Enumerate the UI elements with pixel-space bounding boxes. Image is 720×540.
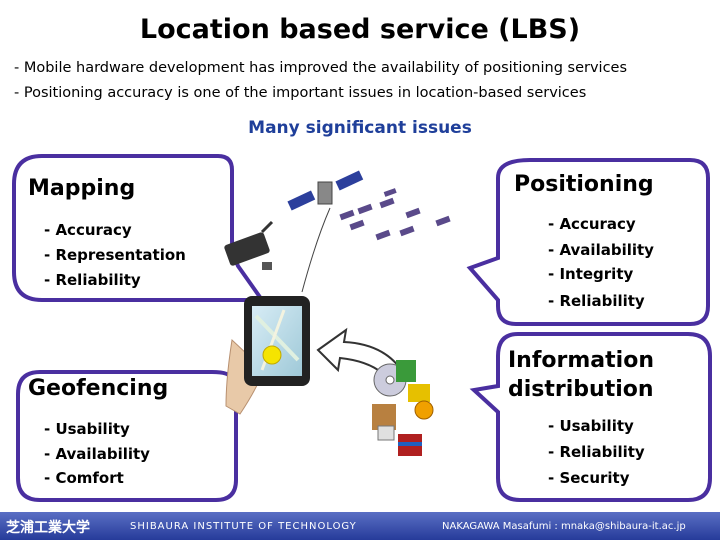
information-heading-line1: Information (508, 348, 654, 373)
bullet-1: - Mobile hardware development has improv… (14, 60, 628, 76)
positioning-item: - Availability (548, 241, 654, 259)
positioning-item: - Integrity (548, 265, 634, 283)
geofencing-item: - Comfort (44, 469, 124, 487)
mapping-item: - Accuracy (44, 221, 132, 239)
satellite-swarm-icon (339, 188, 451, 241)
geofencing-heading: Geofencing (28, 376, 169, 401)
slide-title: Location based service (LBS) (139, 14, 581, 45)
footer-bar (0, 512, 720, 540)
information-heading-line2: distribution (508, 377, 654, 402)
positioning-item: - Accuracy (548, 215, 636, 233)
bullet-2: - Positioning accuracy is one of the imp… (14, 85, 587, 101)
author-contact: NAKAGAWA Masafumi : mnaka@shibaura-it.ac… (442, 521, 686, 532)
subheading: Many significant issues (248, 118, 472, 138)
institute-name: SHIBAURA INSTITUTE OF TECHNOLOGY (130, 521, 357, 532)
geofencing-item: - Usability (44, 420, 130, 438)
positioning-bubble (466, 158, 710, 326)
geofencing-item: - Availability (44, 445, 150, 463)
gps-receiver-icon (224, 220, 274, 270)
information-item: - Reliability (548, 443, 645, 461)
mapping-item: - Representation (44, 246, 186, 264)
information-bubble (469, 332, 712, 502)
media-files-icon (372, 360, 434, 456)
information-item: - Usability (548, 417, 634, 435)
positioning-heading: Positioning (514, 172, 654, 197)
positioning-item: - Reliability (548, 292, 645, 310)
satellite-icon (287, 170, 364, 211)
information-item: - Security (548, 469, 630, 487)
mapping-heading: Mapping (28, 176, 136, 201)
university-logo: 芝浦工業大学 (6, 520, 90, 536)
signal-line (301, 207, 331, 293)
tablet-in-hand-icon (225, 296, 310, 415)
mapping-item: - Reliability (44, 271, 141, 289)
